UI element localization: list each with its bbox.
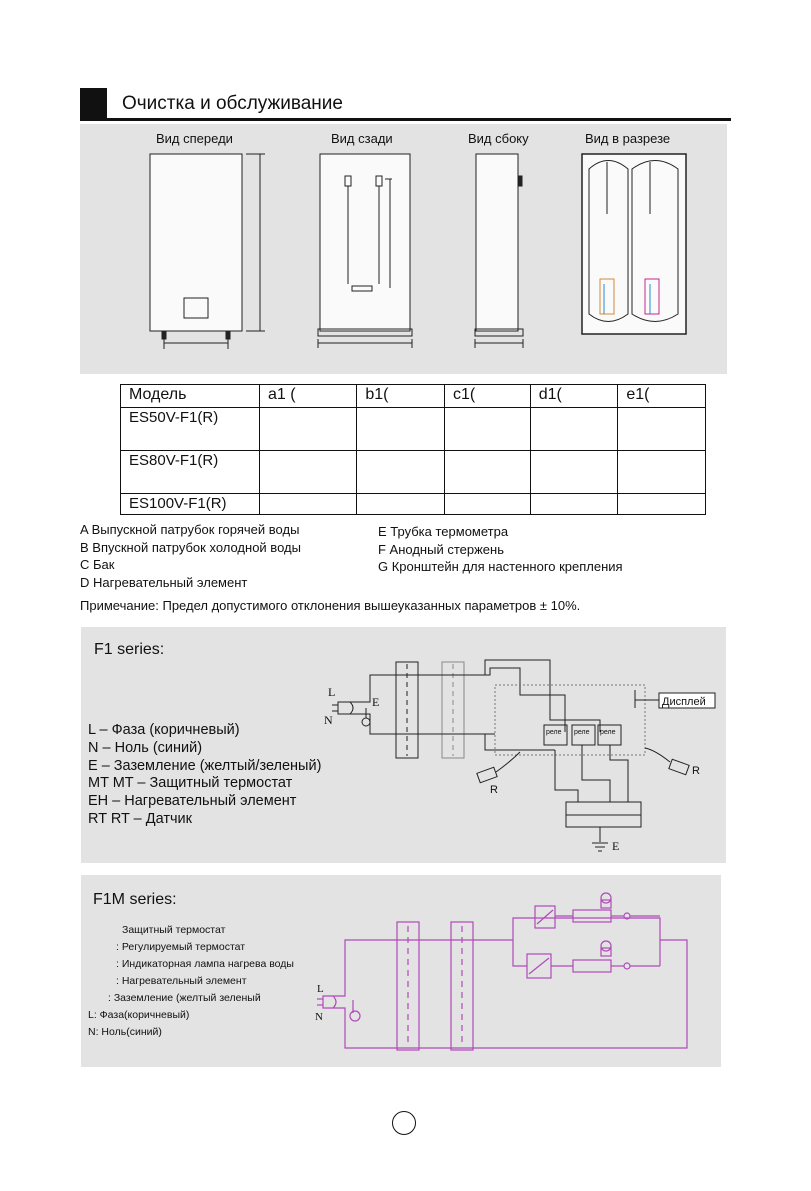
table-cell	[258, 450, 358, 494]
table-cell	[529, 407, 619, 451]
legend-item: E Трубка термометра	[378, 524, 509, 539]
legend-item: N – Ноль (синий)	[88, 739, 203, 756]
relay-label: реле	[574, 729, 590, 736]
back-view-drawing	[317, 153, 413, 348]
legend-item: E – Заземление (желтый/зеленый)	[88, 757, 322, 774]
table-cell	[356, 407, 445, 451]
page-number-circle	[392, 1111, 416, 1135]
table-header-cell: a1 (	[258, 384, 358, 408]
table-cell	[356, 493, 445, 515]
table-row: ES100V-F1(R)	[120, 493, 706, 515]
table-cell	[617, 493, 706, 515]
parts-legend-right: E Трубка термометра F Анодный стержень G…	[378, 523, 623, 576]
section-title: Очистка и обслуживание	[122, 93, 343, 114]
table-header-cell: e1(	[617, 384, 706, 408]
legend-item: B Впускной патрубок холодной воды	[80, 539, 301, 555]
section-header: Очистка и обслуживание	[80, 88, 731, 121]
views-drawing	[149, 153, 687, 349]
table-header-cell: Модель	[120, 384, 260, 408]
table-cell	[356, 450, 445, 494]
f1m-legend: Защитный термостат : Регулируемый термос…	[86, 922, 294, 1041]
table-cell: ES50V-F1(R)	[120, 407, 260, 451]
legend-item: EH – Нагревательный элемент	[88, 793, 297, 810]
table-header-cell: b1(	[356, 384, 445, 408]
legend-item: : Заземление (желтый зеленый	[108, 992, 261, 1004]
parts-legend-left: A Выпускной патрубок горячей воды B Впус…	[80, 521, 301, 591]
label-side-view: Вид сбоку	[468, 131, 529, 146]
legend-item: Защитный термостат	[122, 924, 226, 936]
table-cell	[617, 407, 706, 451]
table-cell	[258, 407, 358, 451]
spec-table: Модель a1 ( b1( c1( d1( e1( ES50V-F1(R) …	[120, 384, 706, 515]
legend-item: : Регулируемый термостат	[116, 941, 246, 953]
f1m-series-title: F1M series:	[93, 891, 177, 908]
legend-item: L – Фаза (коричневый)	[88, 722, 240, 738]
plug-n-label: N	[315, 1011, 323, 1023]
legend-item: D Нагревательный элемент	[80, 574, 248, 590]
legend-item: A Выпускной патрубок горячей воды	[80, 522, 300, 537]
side-view-drawing	[474, 153, 524, 348]
sensor-label: R	[490, 784, 498, 796]
f1m-wiring-diagram: L N	[315, 892, 688, 1051]
table-header-row: Модель a1 ( b1( c1( d1( e1(	[120, 384, 706, 408]
tolerance-note: Примечание: Предел допустимого отклонени…	[80, 598, 581, 613]
f1-series-title: F1 series:	[94, 641, 165, 658]
legend-item: RT RT – Датчик	[88, 810, 192, 827]
table-cell	[444, 450, 531, 494]
table-header-cell: d1(	[529, 384, 619, 408]
legend-item: N: Ноль(синий)	[88, 1026, 162, 1038]
label-front-view: Вид спереди	[156, 131, 233, 146]
plug-e-label: E	[372, 695, 379, 709]
label-cut-view: Вид в разрезе	[585, 131, 671, 146]
legend-item: L: Фаза(коричневый)	[88, 1009, 190, 1021]
legend-item: MT MT – Защитный термостат	[88, 775, 293, 792]
f1-wiring-diagram: L N E E реле реле реле R R Дисплей	[324, 659, 716, 853]
table-cell	[529, 450, 619, 494]
table-cell	[444, 493, 531, 515]
table-row: ES50V-F1(R)	[120, 407, 706, 451]
section-marker	[80, 88, 107, 118]
plug-n-label: N	[324, 713, 333, 727]
legend-item: F Анодный стержень	[378, 541, 504, 557]
cut-view-drawing	[581, 153, 687, 335]
ground-e-label: E	[612, 839, 619, 853]
plug-l-label: L	[328, 685, 335, 699]
table-cell	[258, 493, 358, 515]
f1-legend: L – Фаза (коричневый) N – Ноль (синий) E…	[88, 722, 321, 829]
legend-item: : Нагревательный элемент	[116, 975, 247, 987]
display-label: Дисплей	[662, 696, 706, 708]
legend-item: G Кронштейн для настенного крепления	[378, 559, 623, 574]
label-back-view: Вид сзади	[331, 131, 393, 146]
table-cell: ES100V-F1(R)	[120, 493, 260, 515]
relay-label: реле	[600, 729, 616, 736]
plug-l-label: L	[317, 983, 324, 995]
sensor-label: R	[692, 765, 700, 777]
table-cell	[444, 407, 531, 451]
table-header-cell: c1(	[444, 384, 531, 408]
table-cell	[617, 450, 706, 494]
f1m-series-panel	[81, 875, 721, 1067]
table-cell: ES80V-F1(R)	[120, 450, 260, 494]
relay-label: реле	[546, 729, 562, 736]
views-panel: Вид спереди Вид сзади Вид сбоку Вид в ра…	[80, 124, 727, 374]
legend-item: : Индикаторная лампа нагрева воды	[116, 958, 294, 970]
legend-item: C Бак	[80, 557, 115, 572]
table-cell	[529, 493, 619, 515]
front-view-drawing	[149, 153, 265, 349]
table-row: ES80V-F1(R)	[120, 450, 706, 494]
